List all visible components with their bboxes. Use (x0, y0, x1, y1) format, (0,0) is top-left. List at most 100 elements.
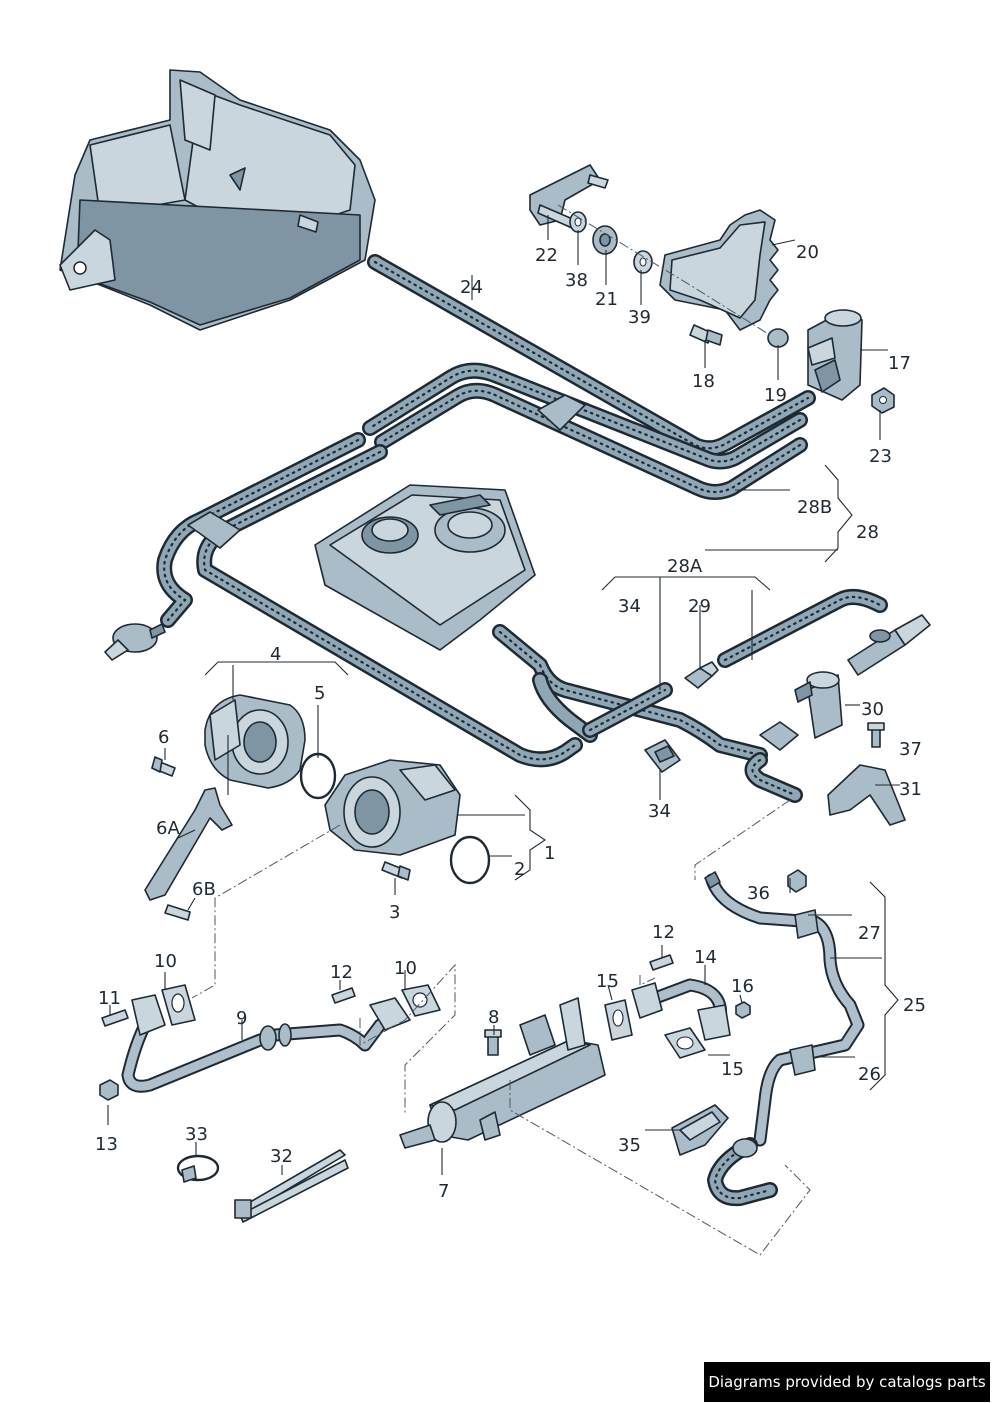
callout-16: 16 (731, 976, 754, 997)
callout-37: 37 (899, 739, 922, 760)
callout-27: 27 (858, 923, 881, 944)
gasket-10-right (401, 984, 441, 1017)
bracket-20 (659, 209, 779, 331)
callout-24: 24 (460, 277, 483, 298)
vacuum-valve-30 (794, 671, 843, 739)
t-piece (759, 721, 799, 751)
seal-5 (299, 752, 337, 800)
hose-clip-left (187, 511, 241, 549)
washer-39 (633, 250, 653, 274)
callout-39: 39 (628, 307, 651, 328)
seal-2 (449, 835, 491, 885)
intake-connector (847, 614, 931, 676)
clip-34 (644, 739, 681, 773)
callout-30: 30 (861, 699, 884, 720)
bolt-18 (689, 324, 723, 346)
callout-6B: 6B (192, 879, 216, 900)
callout-23: 23 (869, 446, 892, 467)
callout-6A: 6A (156, 818, 180, 839)
callout-26: 26 (858, 1064, 881, 1085)
callout-33: 33 (185, 1124, 208, 1145)
callout-22: 22 (535, 245, 558, 266)
callout-labels: 24 22 38 21 39 20 17 18 19 23 28B 28 28A… (95, 242, 926, 1202)
hose-clip-upper (537, 394, 586, 431)
callout-12-right: 12 (652, 922, 675, 943)
valve-17 (807, 309, 863, 401)
callout-14: 14 (694, 947, 717, 968)
bolt-6 (151, 756, 176, 777)
clip-26 (789, 1044, 816, 1076)
callout-28: 28 (856, 522, 879, 543)
callout-9: 9 (236, 1008, 247, 1029)
bolt-11 (101, 1009, 129, 1027)
callout-38: 38 (565, 270, 588, 291)
callout-15-upper: 15 (596, 971, 619, 992)
callout-10-left: 10 (154, 951, 177, 972)
vacuum-hose-24 (367, 254, 816, 457)
vacuum-actuator-left (104, 623, 166, 661)
callout-1: 1 (544, 843, 555, 864)
washer-38 (569, 211, 587, 233)
callout-6: 6 (158, 727, 169, 748)
bolt-top (587, 174, 609, 189)
callout-18: 18 (692, 371, 715, 392)
connector-29 (684, 661, 719, 689)
grommet-19 (767, 328, 789, 348)
callout-35: 35 (618, 1135, 641, 1156)
bolt-3 (381, 861, 411, 881)
nut-36 (787, 869, 807, 893)
bracket-31 (827, 764, 906, 826)
callout-10-right: 10 (394, 958, 417, 979)
nut-16 (735, 1001, 751, 1019)
callout-3: 3 (389, 902, 400, 923)
vacuum-hose-28B (362, 362, 808, 500)
bolt-6B (164, 904, 191, 921)
gasket-15-lower (664, 1027, 706, 1059)
air-filter-housing (59, 69, 376, 331)
egr-pipe-9 (121, 994, 411, 1093)
callout-15-lower: 15 (721, 1059, 744, 1080)
callout-2: 2 (514, 859, 525, 880)
egr-cooler-7 (399, 997, 606, 1149)
callout-29: 29 (688, 596, 711, 617)
callout-8: 8 (488, 1007, 499, 1028)
callout-31: 31 (899, 779, 922, 800)
callout-17: 17 (888, 353, 911, 374)
callout-7: 7 (438, 1181, 449, 1202)
bolt-12-right (649, 954, 674, 971)
clamp-33 (176, 1154, 220, 1183)
cylinder-head-cover (314, 484, 536, 651)
clip-27 (794, 909, 819, 939)
bolt-8 (484, 1029, 502, 1056)
callout-28A: 28A (667, 556, 703, 577)
nut-13 (99, 1079, 119, 1101)
callout-11: 11 (98, 988, 121, 1009)
coolant-pipe-25 (704, 871, 865, 1207)
callout-20: 20 (796, 242, 819, 263)
callout-12-left: 12 (330, 962, 353, 983)
callout-28B: 28B (797, 497, 832, 518)
callout-25: 25 (903, 995, 926, 1016)
callout-13: 13 (95, 1134, 118, 1155)
callout-34-lower: 34 (648, 801, 671, 822)
credit-banner: Diagrams provided by catalogs parts (704, 1362, 990, 1402)
callout-4: 4 (270, 644, 281, 665)
assembly-lines (191, 204, 811, 1256)
bolt-37 (867, 722, 885, 748)
bolt-12-left (331, 987, 356, 1004)
pipe-14 (631, 978, 731, 1041)
callout-19: 19 (764, 385, 787, 406)
flange-housing-1 (324, 759, 461, 856)
callout-5: 5 (314, 683, 325, 704)
bracket-6A (144, 787, 233, 901)
throttle-housing-4 (204, 694, 306, 789)
cable-ties-32 (234, 1149, 349, 1223)
nut-23 (871, 387, 895, 414)
breather-hoses (492, 588, 888, 803)
leader-lines (107, 215, 900, 1175)
callout-34-upper: 34 (618, 596, 641, 617)
gasket-10-left (161, 984, 196, 1026)
callout-32: 32 (270, 1146, 293, 1167)
callout-21: 21 (595, 289, 618, 310)
